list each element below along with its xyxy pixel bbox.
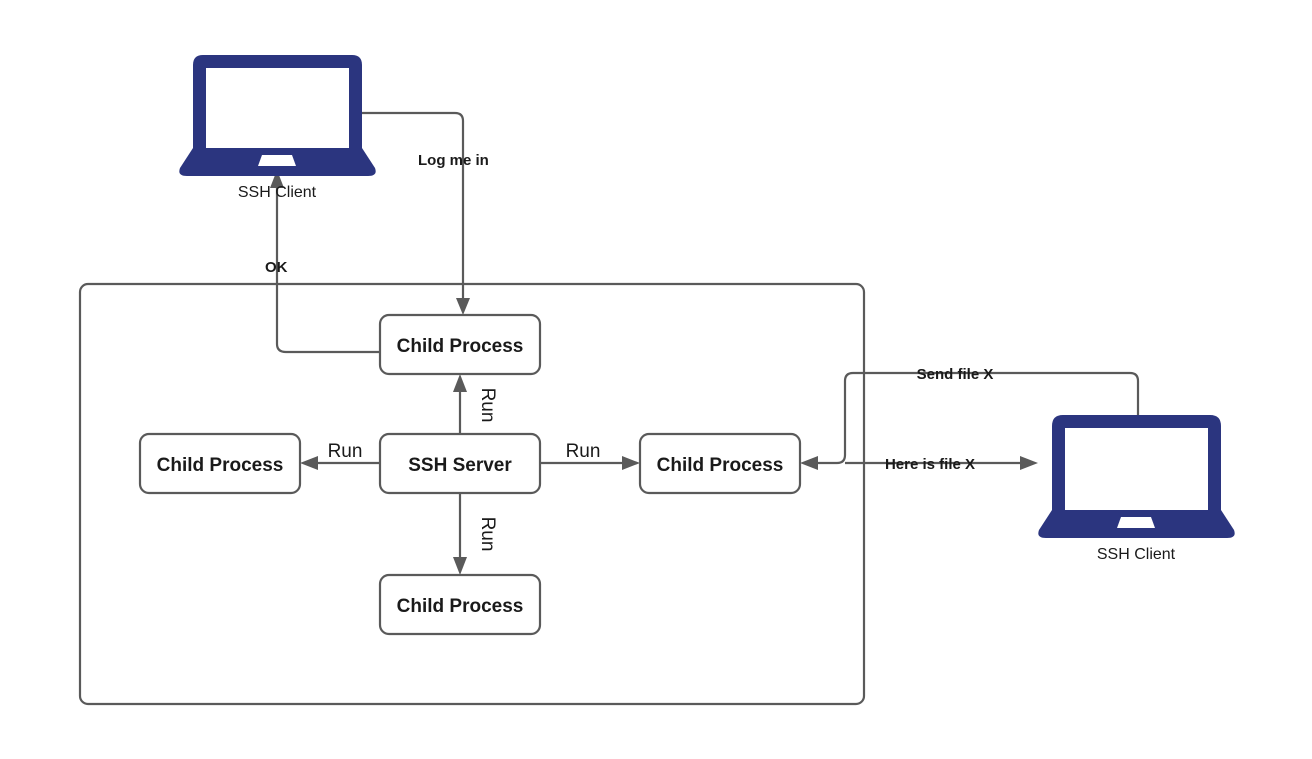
edge-run-up-arrowhead bbox=[453, 374, 467, 392]
device-ssh-client-right-label: SSH Client bbox=[1097, 546, 1176, 563]
ssh-server-host-boundary bbox=[78, 282, 866, 706]
edge-log-me-in-line bbox=[360, 111, 465, 304]
node-child-top-shape[interactable] bbox=[378, 313, 542, 376]
laptop-right-notch-icon bbox=[1117, 517, 1155, 528]
node-child-left-label: Child Process bbox=[157, 455, 284, 476]
edge-log-me-in-label: Log me in bbox=[418, 152, 489, 169]
node-ssh-server-label: SSH Server bbox=[408, 455, 512, 476]
laptop-right-screen-inner bbox=[1065, 428, 1208, 510]
edge-send-file-line bbox=[814, 371, 1140, 465]
node-child-right-label: Child Process bbox=[657, 455, 784, 476]
node-ssh-server-shape[interactable] bbox=[378, 432, 542, 495]
node-ssh-server[interactable]: SSH Server bbox=[378, 432, 542, 495]
node-child-right[interactable]: Child Process bbox=[638, 432, 802, 495]
edge-log-me-in: Log me in bbox=[360, 111, 489, 315]
device-ssh-client-right[interactable]: SSH Client bbox=[1038, 415, 1235, 563]
laptop-left-screen-inner bbox=[206, 68, 349, 148]
edge-run-right: Run bbox=[540, 441, 640, 470]
edge-ok: OK bbox=[265, 170, 380, 354]
edge-run-right-label: Run bbox=[566, 441, 601, 462]
edge-run-left: Run bbox=[300, 441, 380, 470]
edge-ok-line bbox=[275, 183, 380, 354]
edge-run-up: Run bbox=[453, 374, 498, 434]
edge-ok-arrowhead bbox=[270, 170, 284, 188]
node-child-bottom[interactable]: Child Process bbox=[378, 573, 542, 636]
edge-run-left-label: Run bbox=[328, 441, 363, 462]
edge-run-up-label: Run bbox=[477, 388, 498, 423]
edge-run-down-label: Run bbox=[477, 517, 498, 552]
edge-run-down-arrowhead bbox=[453, 557, 467, 575]
laptop-left-notch-icon bbox=[258, 155, 296, 166]
edge-run-right-arrowhead bbox=[622, 456, 640, 470]
edge-run-left-arrowhead bbox=[300, 456, 318, 470]
node-child-top-label: Child Process bbox=[397, 336, 524, 357]
node-child-left[interactable]: Child Process bbox=[138, 432, 302, 495]
edge-here-is-file-label: Here is file X bbox=[885, 456, 975, 473]
edge-log-me-in-arrowhead bbox=[456, 298, 470, 315]
node-child-bottom-label: Child Process bbox=[397, 596, 524, 617]
edge-ok-label: OK bbox=[265, 259, 288, 276]
edge-send-file-label: Send file X bbox=[917, 366, 994, 383]
edge-here-is-file-arrowhead bbox=[1020, 456, 1038, 470]
edge-here-is-file: Here is file X bbox=[845, 456, 1038, 473]
edge-send-file: Send file X bbox=[800, 366, 1140, 470]
edge-send-file-arrowhead bbox=[800, 456, 818, 470]
node-child-left-shape[interactable] bbox=[138, 432, 302, 495]
edge-run-down: Run bbox=[453, 493, 498, 575]
node-child-right-shape[interactable] bbox=[638, 432, 802, 495]
device-ssh-client-left-label: SSH Client bbox=[238, 184, 317, 201]
node-child-top[interactable]: Child Process bbox=[378, 313, 542, 376]
node-child-bottom-shape[interactable] bbox=[378, 573, 542, 636]
device-ssh-client-left[interactable]: SSH Client bbox=[179, 55, 376, 201]
